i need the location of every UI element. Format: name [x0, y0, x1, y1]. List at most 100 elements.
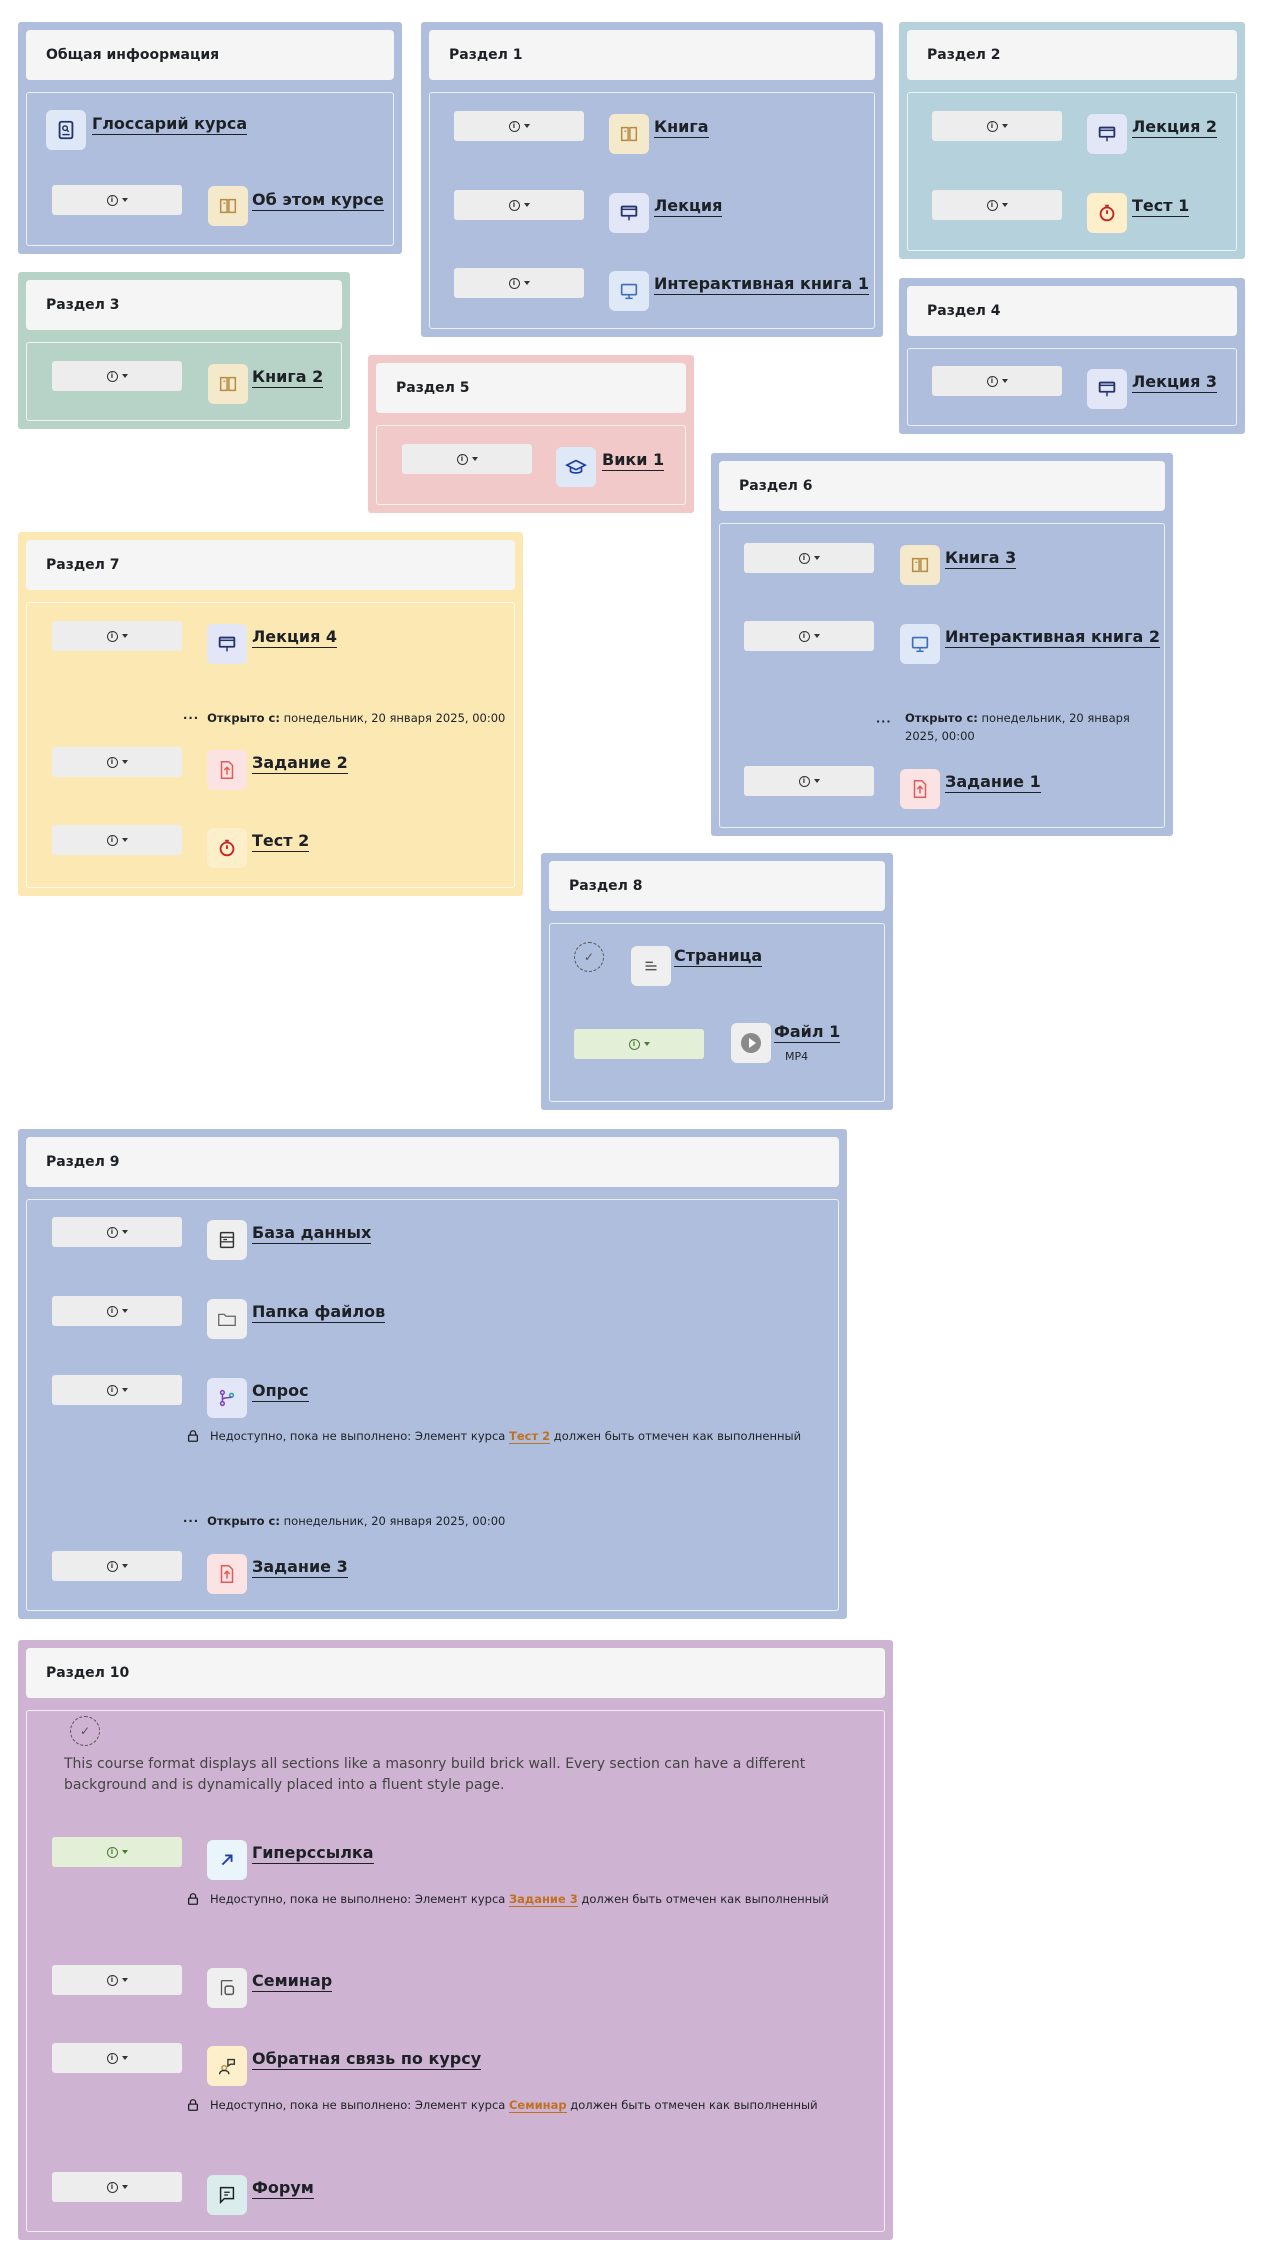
completion-dropdown[interactable]: i [52, 185, 182, 215]
restriction-link-quiz-2[interactable]: Тест 2 [508, 1429, 551, 1444]
lecture-icon [1087, 369, 1127, 409]
caret-down-icon [523, 281, 530, 285]
caret-down-icon [1001, 203, 1008, 207]
lecture-link[interactable]: Лекция [654, 196, 723, 217]
completion-dropdown[interactable]: i [744, 543, 874, 573]
info-icon: i [106, 2181, 118, 2193]
completion-dropdown[interactable]: i [52, 1296, 182, 1326]
completion-dropdown[interactable]: i [744, 766, 874, 796]
database-link[interactable]: База данных [252, 1223, 372, 1244]
info-icon: i [106, 834, 118, 846]
page-link[interactable]: Страница [674, 946, 763, 967]
section-3: Раздел 3 i Книга 2 [18, 272, 350, 429]
restriction-link-workshop[interactable]: Семинар [508, 2098, 567, 2113]
completion-dropdown[interactable]: i [454, 190, 584, 220]
restriction-note: Недоступно, пока не выполнено: Элемент к… [186, 1892, 829, 1907]
completion-dropdown[interactable]: i [52, 825, 182, 855]
lock-icon [187, 1893, 199, 1905]
restriction-text-end: должен быть отмечен как выполненный [566, 2098, 818, 2112]
wiki-icon [556, 447, 596, 487]
completion-dropdown[interactable]: i [52, 1965, 182, 1995]
assignment-icon [207, 750, 247, 790]
info-icon: i [986, 375, 998, 387]
caret-down-icon [121, 838, 128, 842]
interactive-book-2-link[interactable]: Интерактивная книга 2 [945, 627, 1160, 648]
completion-check-icon[interactable]: ✓ [70, 1716, 100, 1746]
interactive-book-link[interactable]: Интерактивная книга 1 [654, 274, 869, 295]
caret-down-icon [1001, 124, 1008, 128]
workshop-icon [207, 1968, 247, 2008]
section-content [429, 92, 875, 329]
url-link[interactable]: Гиперссылка [252, 1843, 374, 1864]
completion-dropdown[interactable]: i [52, 1217, 182, 1247]
completion-dropdown[interactable]: i [52, 1375, 182, 1405]
info-icon: i [106, 1384, 118, 1396]
file-folder-link[interactable]: Папка файлов [252, 1302, 386, 1323]
completion-dropdown[interactable]: i [52, 2043, 182, 2073]
wiki-1-link[interactable]: Вики 1 [602, 450, 665, 471]
info-icon: i [106, 1974, 118, 1986]
completion-dropdown[interactable]: i [744, 621, 874, 651]
about-course-link[interactable]: Об этом курсе [252, 190, 384, 211]
completion-dropdown[interactable]: i [402, 444, 532, 474]
quiz-icon [1087, 193, 1127, 233]
section-title: Раздел 5 [376, 363, 686, 413]
section-general: Общая инфоормация Глоссарий курса i Об э… [18, 22, 402, 254]
quiz-1-link[interactable]: Тест 1 [1132, 196, 1190, 217]
section-6: Раздел 6 i Книга 3 i Интерактивная книга… [711, 453, 1173, 836]
section-content [376, 425, 686, 505]
section-content [26, 1710, 885, 2232]
database-icon [207, 1220, 247, 1260]
completion-dropdown[interactable]: i [52, 747, 182, 777]
open-date-note: ···Открыто с: понедельник, 20 января 202… [183, 1514, 505, 1528]
completion-dropdown[interactable]: i [454, 268, 584, 298]
interactive-book-icon [609, 271, 649, 311]
section-10: Раздел 10 ✓ This course format displays … [18, 1640, 893, 2240]
assignment-1-link[interactable]: Задание 1 [945, 772, 1041, 793]
completion-dropdown[interactable]: i [932, 190, 1062, 220]
caret-down-icon [643, 1042, 650, 1046]
lecture-4-link[interactable]: Лекция 4 [252, 627, 338, 648]
caret-down-icon [813, 634, 820, 638]
completion-dropdown[interactable]: i [52, 2172, 182, 2202]
open-label: Открыто с: [207, 711, 280, 725]
completion-dropdown[interactable]: i [52, 1551, 182, 1581]
info-icon: i [106, 1226, 118, 1238]
quiz-2-link[interactable]: Тест 2 [252, 831, 310, 852]
section-content [907, 92, 1237, 251]
file-1-link[interactable]: Файл 1 [774, 1022, 841, 1043]
completion-dropdown[interactable]: i [52, 621, 182, 651]
caret-down-icon [121, 374, 128, 378]
completion-dropdown[interactable]: i [932, 111, 1062, 141]
section-title: Раздел 6 [719, 461, 1165, 511]
feedback-link[interactable]: Обратная связь по курсу [252, 2049, 482, 2070]
book-icon [208, 364, 248, 404]
lecture-2-link[interactable]: Лекция 2 [1132, 117, 1218, 138]
caret-down-icon [121, 1309, 128, 1313]
assignment-icon [900, 769, 940, 809]
assignment-2-link[interactable]: Задание 2 [252, 753, 348, 774]
lecture-3-link[interactable]: Лекция 3 [1132, 372, 1218, 393]
completion-dropdown[interactable]: i [52, 361, 182, 391]
caret-down-icon [471, 457, 478, 461]
completion-check-icon[interactable]: ✓ [574, 942, 604, 972]
caret-down-icon [121, 2185, 128, 2189]
book-link[interactable]: Книга [654, 117, 709, 138]
forum-link[interactable]: Форум [252, 2178, 314, 2199]
completion-dropdown[interactable]: i [932, 366, 1062, 396]
completion-dropdown[interactable]: i [454, 111, 584, 141]
glossary-link[interactable]: Глоссарий курса [92, 114, 248, 135]
more-dots-icon: ··· [183, 1514, 200, 1528]
info-icon: i [456, 453, 468, 465]
restriction-link-assignment-3[interactable]: Задание 3 [508, 1892, 578, 1907]
book-2-link[interactable]: Книга 2 [252, 367, 324, 388]
completion-dropdown[interactable]: i [574, 1029, 704, 1059]
workshop-link[interactable]: Семинар [252, 1971, 333, 1992]
choice-link[interactable]: Опрос [252, 1381, 309, 1402]
completion-dropdown[interactable]: i [52, 1837, 182, 1867]
book-3-link[interactable]: Книга 3 [945, 548, 1017, 569]
assignment-3-link[interactable]: Задание 3 [252, 1557, 348, 1578]
info-icon: i [986, 199, 998, 211]
more-dots-icon: ··· [183, 711, 200, 725]
restriction-note: Недоступно, пока не выполнено: Элемент к… [186, 2098, 818, 2113]
